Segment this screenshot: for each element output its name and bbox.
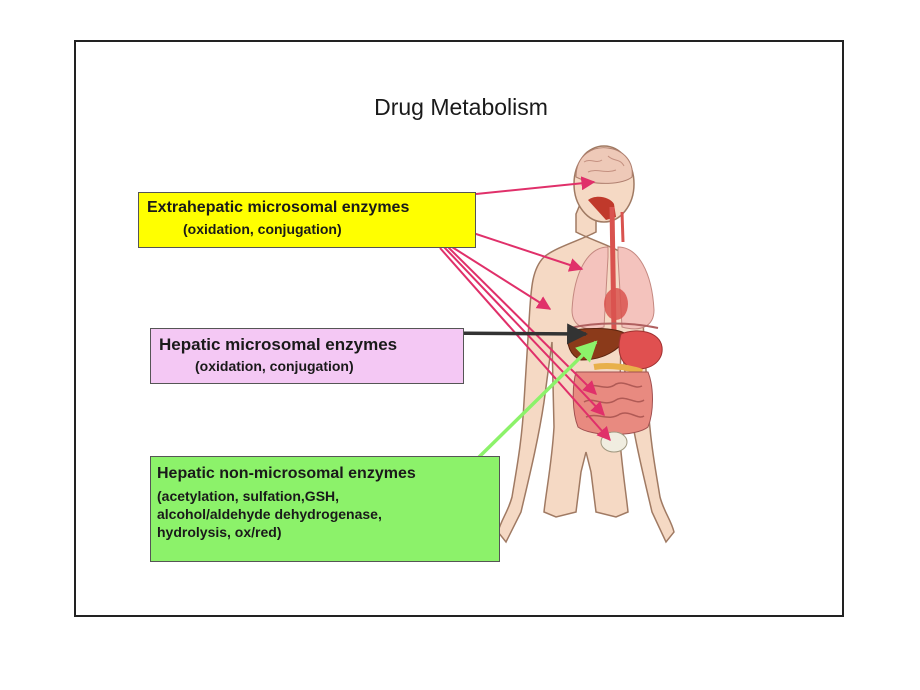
- detail-line: hydrolysis, ox/red): [157, 524, 282, 540]
- arrow-to-intestine: [447, 246, 597, 395]
- intestines: [572, 371, 653, 435]
- arrow-to-body: [451, 246, 552, 310]
- hepatic-non-microsomal-box: Hepatic non-microsomal enzymes (acetylat…: [150, 456, 500, 562]
- hepatic-non-microsomal-details: (acetylation, sulfation,GSH, alcohol/ald…: [157, 487, 382, 541]
- arrow-to-brain: [475, 176, 596, 195]
- slide-title: Drug Metabolism: [374, 94, 548, 120]
- throat: [588, 196, 616, 220]
- hepatic-microsomal-title: Hepatic microsomal enzymes: [159, 335, 398, 354]
- arrow-to-lower-intestine: [443, 246, 605, 417]
- arrow-to-lung: [463, 229, 584, 272]
- hepatic-microsomal-box: Hepatic microsomal enzymes (oxidation, c…: [150, 328, 464, 384]
- slide: Drug Metabolism Extrahepatic microsomal …: [74, 40, 844, 617]
- arrow-to-liver-green: [474, 340, 598, 462]
- arrow-to-bladder: [439, 247, 611, 442]
- brain: [575, 147, 633, 184]
- hepatic-non-microsomal-title: Hepatic non-microsomal enzymes: [157, 465, 416, 482]
- detail-line: alcohol/aldehyde dehydrogenase,: [157, 506, 382, 522]
- extrahepatic-box: Extrahepatic microsomal enzymes (oxidati…: [138, 192, 476, 248]
- extrahepatic-detail: (oxidation, conjugation): [183, 221, 342, 237]
- heart: [604, 288, 628, 320]
- hepatic-microsomal-detail: (oxidation, conjugation): [195, 358, 354, 374]
- stomach: [618, 330, 663, 370]
- detail-line: (acetylation, sulfation,GSH,: [157, 488, 340, 504]
- extrahepatic-title: Extrahepatic microsomal enzymes: [147, 199, 410, 216]
- human-body-anatomy-icon: [423, 145, 675, 544]
